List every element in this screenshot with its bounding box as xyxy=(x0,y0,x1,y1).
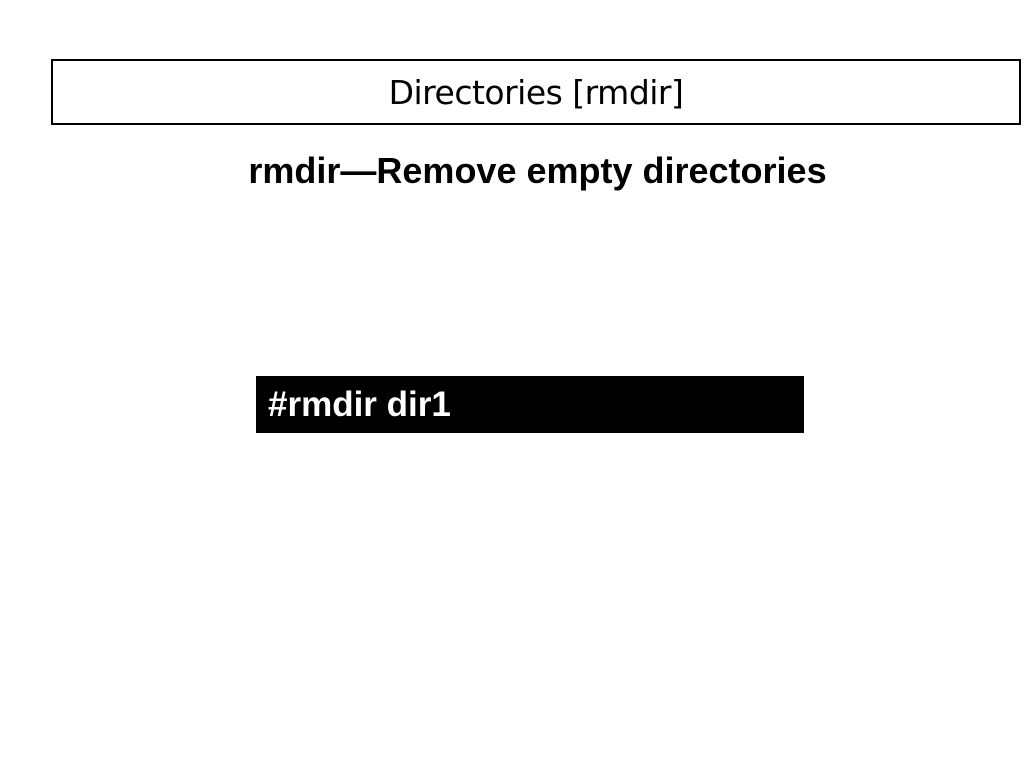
slide-title: Directories [rmdir] xyxy=(388,72,684,112)
command-example-box: #rmdir dir1 xyxy=(256,376,804,433)
title-box: Directories [rmdir] xyxy=(51,59,1021,125)
command-example-text: #rmdir dir1 xyxy=(268,385,451,424)
slide-subtitle: rmdir—Remove empty directories xyxy=(248,150,827,191)
